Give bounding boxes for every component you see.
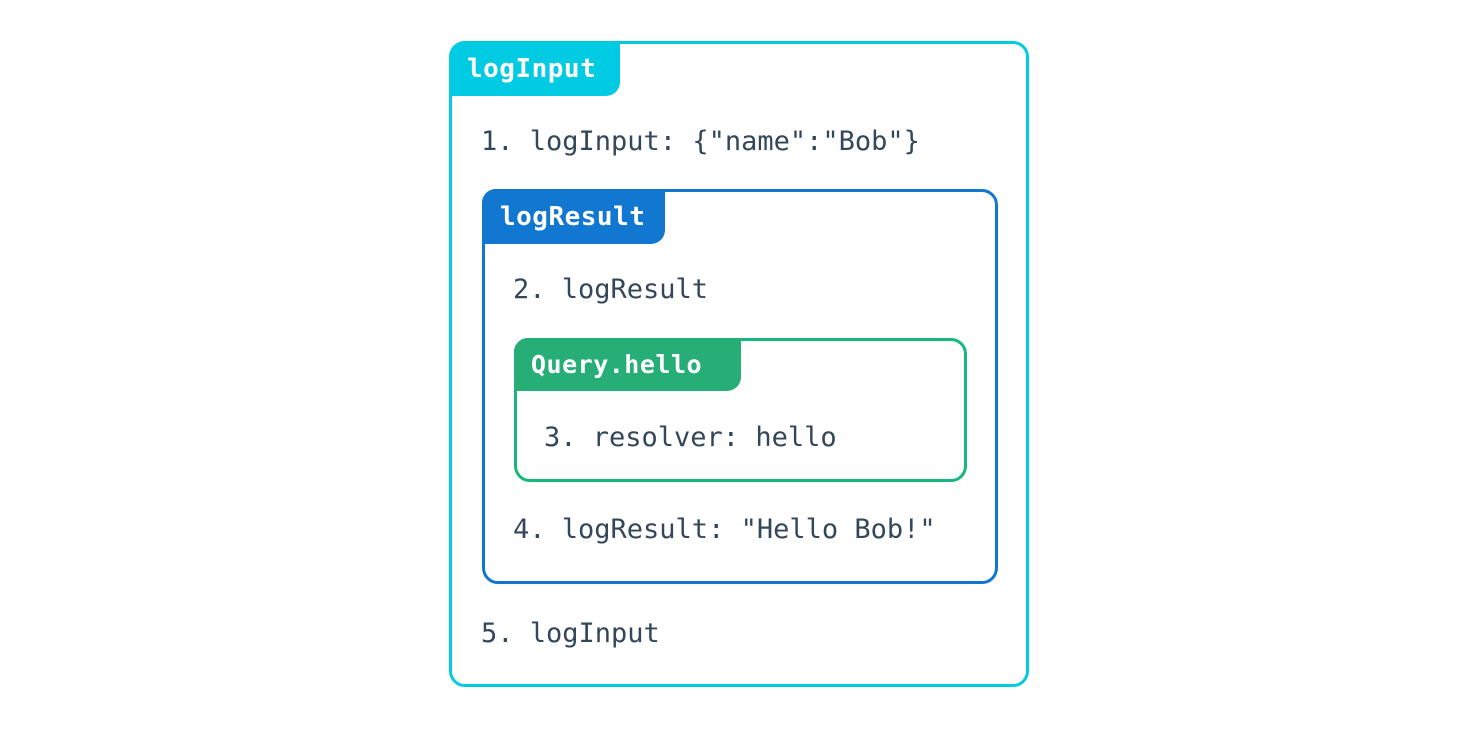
trace-line-5: 5. logInput bbox=[481, 618, 660, 649]
query-hello-tab-label: Query.hello bbox=[514, 338, 741, 391]
trace-line-4: 4. logResult: "Hello Bob!" bbox=[513, 514, 936, 545]
trace-line-3: 3. resolver: hello bbox=[544, 422, 837, 453]
log-result-tab-label: logResult bbox=[482, 189, 665, 244]
trace-line-2: 2. logResult bbox=[513, 274, 709, 305]
log-input-tab-label: logInput bbox=[449, 41, 620, 96]
trace-line-1: 1. logInput: {"name":"Bob"} bbox=[481, 126, 920, 157]
